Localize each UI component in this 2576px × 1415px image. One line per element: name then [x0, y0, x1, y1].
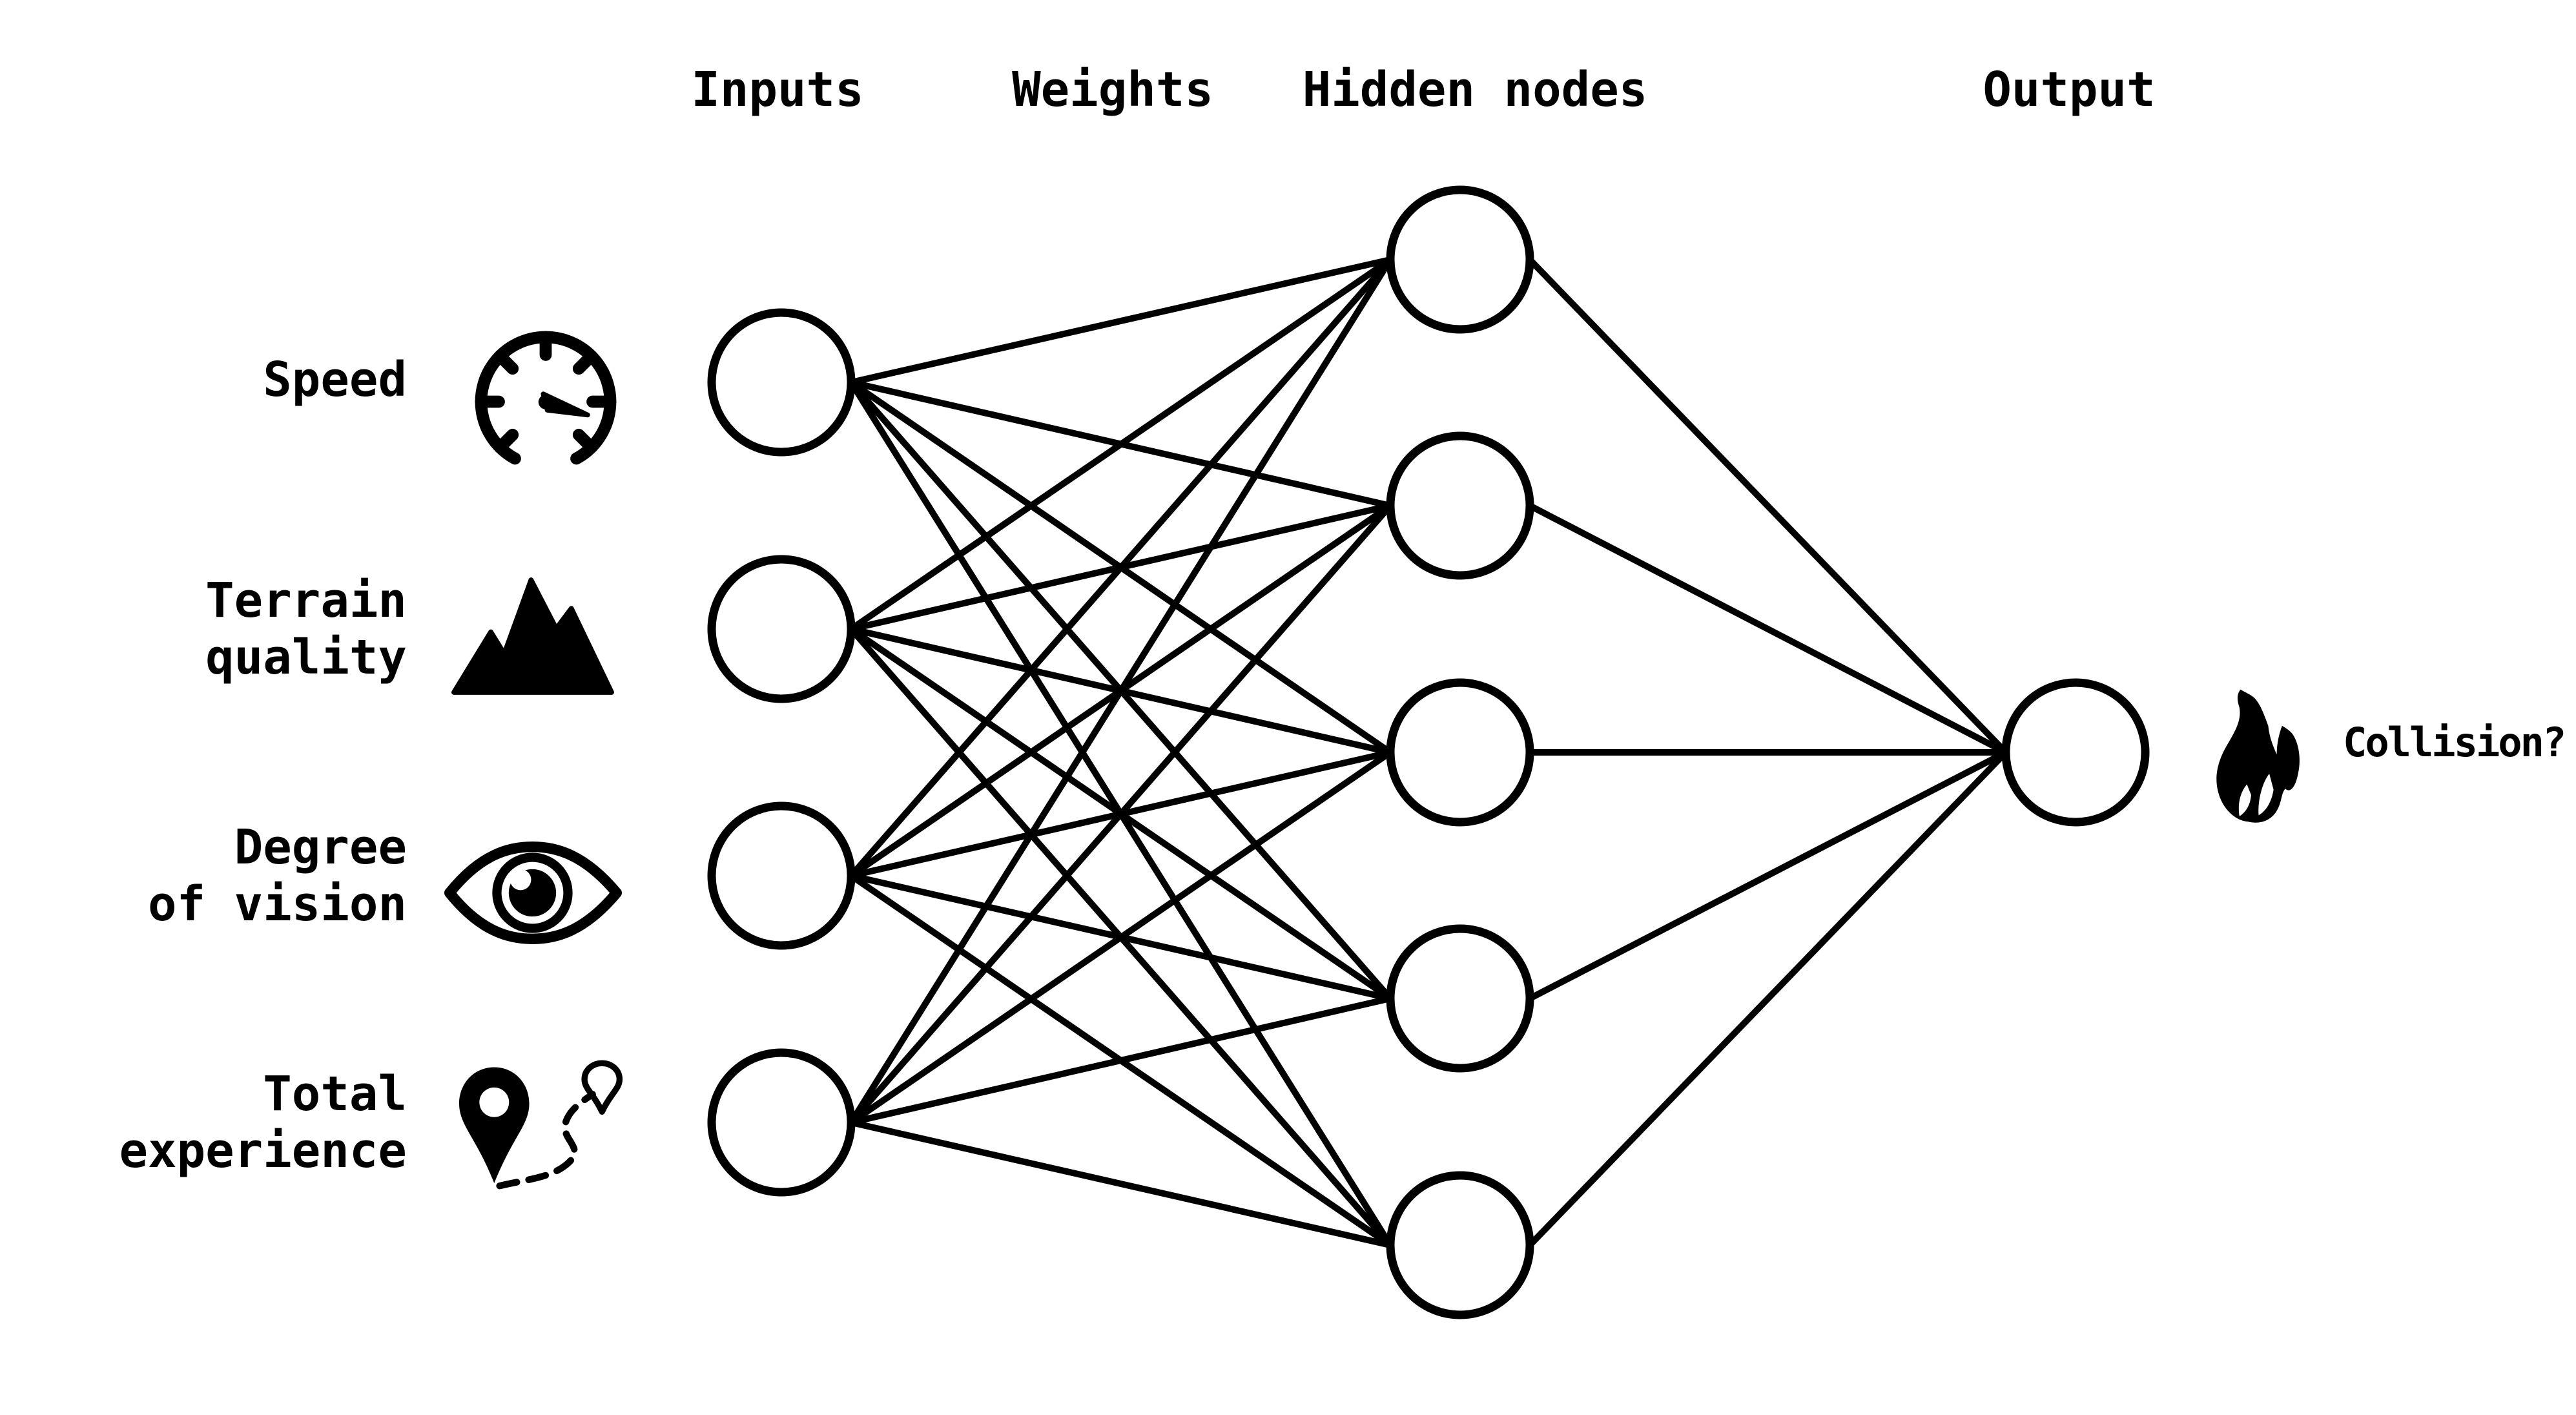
output-node	[2001, 678, 2150, 827]
connection-line	[848, 995, 1394, 1126]
route-pin-icon	[459, 1060, 623, 1190]
connection-line	[848, 1119, 1394, 1248]
connection-line	[1527, 749, 2009, 1248]
input-node-4	[707, 1048, 856, 1197]
input-label-vision-line1: Degree	[234, 820, 407, 875]
column-header-output: Output	[1983, 62, 2156, 118]
input-label-terrain-line2: quality	[205, 630, 407, 685]
column-header-inputs: Inputs	[691, 62, 864, 118]
speedometer-icon	[475, 331, 617, 465]
input-label-vision-line2: of vision	[148, 876, 407, 932]
input-label-experience-line1: Total	[263, 1066, 407, 1122]
input-label-terrain-line1: Terrain	[205, 573, 407, 628]
hidden-node-4	[1386, 924, 1534, 1073]
connection-line	[848, 749, 1394, 1126]
input-label-speed-line1: Speed	[263, 352, 407, 408]
connection-line	[1527, 749, 2009, 1002]
hidden-node-1	[1386, 185, 1534, 334]
column-header-hidden-nodes: Hidden nodes	[1302, 62, 1648, 118]
column-header-weights: Weights	[1012, 62, 1213, 118]
connection-line	[1527, 502, 2009, 756]
input-label-speed: Speed	[263, 351, 407, 408]
input-label-experience-line2: experience	[119, 1123, 407, 1179]
input-node-2	[707, 555, 856, 703]
input-label-terrain-quality: Terrain quality	[205, 572, 407, 686]
output-label-collision: Collision?	[2343, 719, 2566, 766]
connection-line	[848, 256, 1394, 386]
hidden-node-2	[1386, 431, 1534, 580]
input-node-1	[707, 308, 856, 457]
input-label-degree-of-vision: Degree of vision	[148, 819, 407, 933]
hidden-node-5	[1386, 1171, 1534, 1319]
fire-icon	[2216, 689, 2300, 823]
connection-line	[848, 502, 1394, 1126]
connection-line	[848, 256, 1394, 1126]
eye-icon	[444, 842, 622, 944]
connection-line	[848, 256, 1394, 879]
mountains-icon	[451, 577, 614, 695]
hidden-node-3	[1386, 678, 1534, 827]
connection-line	[1527, 256, 2009, 756]
connection-line	[848, 256, 1394, 632]
input-label-total-experience: Total experience	[119, 1066, 407, 1179]
input-node-3	[707, 801, 856, 950]
